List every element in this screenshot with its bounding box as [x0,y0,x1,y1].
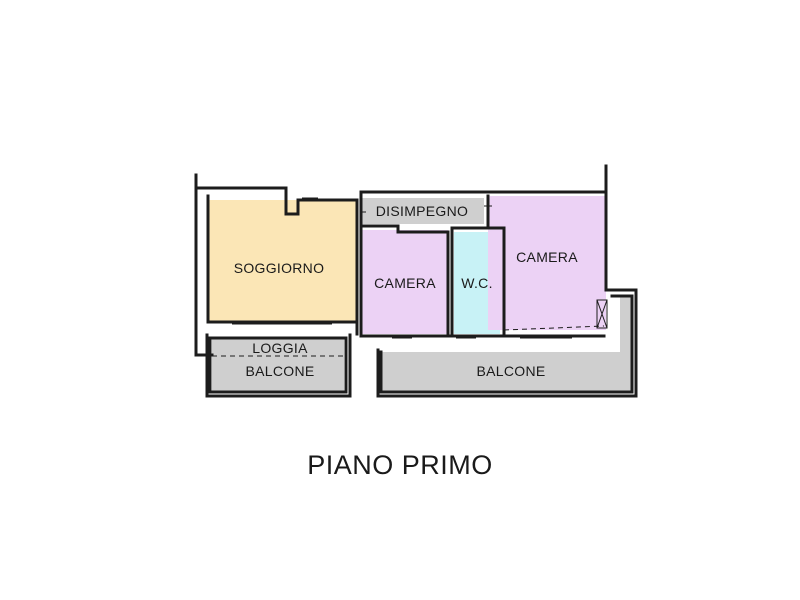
label-disimpegno: DISIMPEGNO [376,203,468,219]
floor-title: PIANO PRIMO [307,450,493,480]
label-balcone-left: BALCONE [245,363,314,379]
plan-details [212,197,608,357]
room-camera-right [488,196,606,330]
room-disimpegno [362,198,484,224]
walls [194,164,638,398]
room-balcone-right [381,296,632,392]
room-soggiorno [208,200,357,322]
label-soggiorno: SOGGIORNO [234,260,325,276]
room-loggia [212,338,344,358]
label-camera-left: CAMERA [374,275,436,291]
label-balcone-right: BALCONE [476,363,545,379]
label-camera-right: CAMERA [516,249,578,265]
label-wc: W.C. [461,275,493,291]
label-loggia: LOGGIA [252,340,308,356]
room-balcone-left [212,358,344,392]
room-camera-left [362,230,448,334]
